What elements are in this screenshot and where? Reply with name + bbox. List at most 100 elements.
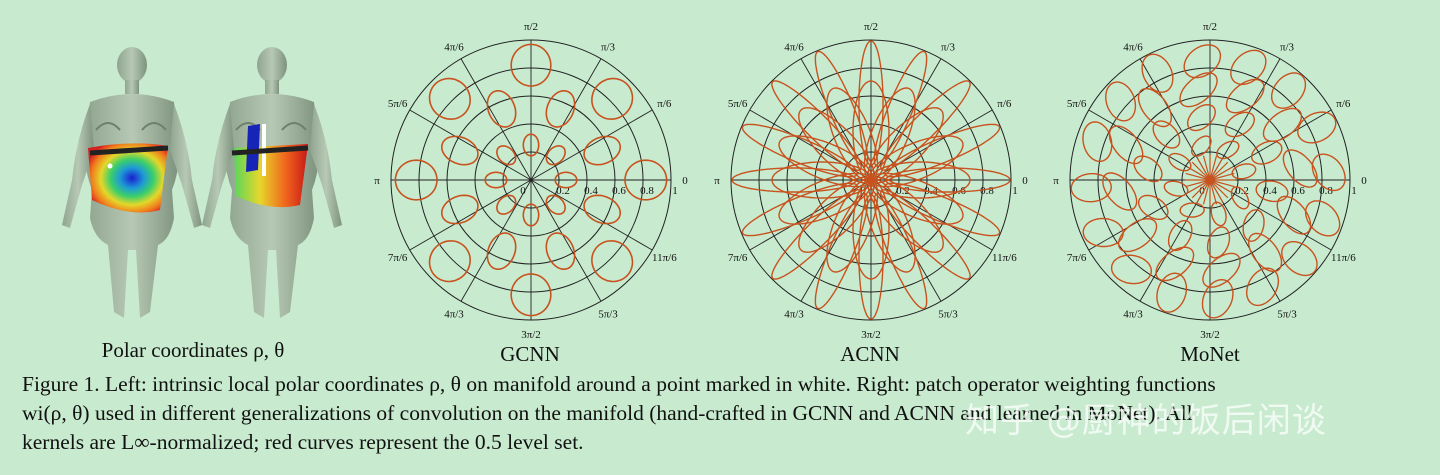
level-set-curves <box>394 43 668 317</box>
level-set-curve <box>1187 179 1211 194</box>
level-set-curves <box>1070 44 1346 319</box>
radial-tick-label: 1 <box>1012 185 1018 197</box>
angle-tick-label: 7π/6 <box>388 252 408 264</box>
level-set-curve <box>771 80 862 171</box>
level-set-curve <box>510 43 552 87</box>
level-set-curve <box>1155 246 1195 282</box>
level-set-curve <box>814 50 869 168</box>
grid-spoke <box>530 179 602 302</box>
angle-tick-label: π/6 <box>657 98 672 110</box>
radial-tick-label: 0.8 <box>640 185 654 197</box>
level-set-curve <box>771 189 862 280</box>
level-set-curve <box>1156 272 1188 313</box>
polar-grid: 0π/6π/3π/24π/65π/6π7π/64π/33π/25π/311π/6… <box>374 21 688 341</box>
level-set-curve <box>880 189 971 280</box>
grid-spoke <box>409 179 532 251</box>
level-set-curve <box>1209 179 1235 188</box>
radial-tick-label: 0 <box>860 185 866 197</box>
angle-tick-label: π <box>714 175 720 187</box>
level-set-curve <box>1311 153 1346 192</box>
level-set-curve <box>1183 44 1222 79</box>
radial-tick-label: 0.8 <box>980 185 994 197</box>
angle-tick-label: 5π/6 <box>728 98 748 110</box>
level-set-curve <box>510 273 552 317</box>
level-set-curve <box>1179 202 1205 218</box>
level-set-curve <box>1282 149 1318 188</box>
radial-tick-label: 0.6 <box>612 185 626 197</box>
level-set-curve <box>496 194 517 215</box>
level-set-curve <box>1271 72 1307 109</box>
radial-tick-label: 0.6 <box>1291 185 1305 197</box>
level-set-curve <box>1209 157 1224 181</box>
level-set-curve <box>545 194 566 215</box>
angle-tick-label: π/2 <box>1203 21 1217 33</box>
level-set-curve <box>1201 278 1234 319</box>
angle-tick-label: 5π/6 <box>388 98 408 110</box>
angle-tick-label: 5π/3 <box>598 308 618 320</box>
level-set-curve <box>873 192 928 310</box>
level-set-curve <box>1191 161 1211 181</box>
angle-tick-label: 7π/6 <box>1067 252 1087 264</box>
level-set-curve <box>1209 179 1224 203</box>
level-set-curve <box>1206 226 1231 259</box>
radial-tick-label: 0 <box>1199 185 1205 197</box>
level-set-curve <box>1230 49 1267 86</box>
angle-tick-label: 5π/6 <box>1067 98 1087 110</box>
plot-title-monet: MoNet <box>1180 342 1240 366</box>
angle-tick-label: 11π/6 <box>992 252 1017 264</box>
level-set-curve <box>583 135 621 166</box>
angle-tick-label: 5π/3 <box>938 308 958 320</box>
level-set-curve <box>1262 107 1303 143</box>
level-set-curve <box>1255 180 1289 203</box>
radial-tick-label: 1 <box>1351 185 1357 197</box>
level-set-curve <box>1185 172 1211 181</box>
level-set-curve <box>1187 166 1211 181</box>
grid-spoke <box>530 58 602 181</box>
level-set-curve <box>741 182 859 237</box>
level-set-curve <box>1152 120 1181 149</box>
angle-tick-label: 7π/6 <box>728 252 748 264</box>
angle-tick-label: 4π/3 <box>1123 308 1143 320</box>
caption-line-1: Figure 1. Left: intrinsic local polar co… <box>22 372 1216 396</box>
level-set-curve <box>883 123 1001 178</box>
level-set-curve <box>1163 180 1189 197</box>
angle-tick-label: 4π/6 <box>444 42 464 54</box>
level-set-curve <box>873 50 928 168</box>
grid-spoke <box>460 58 532 181</box>
level-set-curve <box>591 77 634 120</box>
radial-tick-label: 0.8 <box>1319 185 1333 197</box>
angle-tick-label: π <box>374 175 380 187</box>
level-set-curve <box>1108 125 1144 165</box>
caption-line-3: kernels are L∞-normalized; red curves re… <box>22 430 584 454</box>
level-set-curve <box>1137 87 1173 128</box>
level-set-curve <box>883 182 1001 237</box>
grid-spoke <box>530 179 653 251</box>
level-set-curve <box>1202 252 1241 288</box>
level-set-curve <box>1110 254 1153 285</box>
level-set-curve <box>1209 179 1218 205</box>
level-set-curve <box>1167 219 1193 252</box>
plot-title-gcnn: GCNN <box>500 342 560 366</box>
body-mesh-right <box>202 47 342 318</box>
level-set-curve <box>1185 179 1211 188</box>
level-set-curve <box>1102 172 1138 211</box>
level-set-curve <box>1187 103 1217 132</box>
angle-tick-label: 5π/3 <box>1277 308 1297 320</box>
polar-plot-gcnn: 0π/6π/3π/24π/65π/6π7π/64π/33π/25π/311π/6… <box>374 21 688 341</box>
level-set-curve <box>428 240 471 283</box>
level-set-curve <box>858 194 884 320</box>
level-set-curve <box>1231 163 1257 180</box>
level-set-curve <box>1082 121 1113 162</box>
level-set-curve <box>1276 195 1312 235</box>
radial-tick-label: 0.4 <box>1263 185 1277 197</box>
level-set-curve <box>583 194 621 225</box>
level-set-curve <box>1209 155 1218 181</box>
angle-tick-label: π/2 <box>864 21 878 33</box>
level-set-curve <box>1141 53 1174 93</box>
level-set-curve <box>1105 81 1137 122</box>
level-set-curve <box>1216 140 1240 160</box>
grid-spoke <box>460 179 532 302</box>
level-set-curve <box>814 192 869 310</box>
level-set-curve <box>441 135 479 166</box>
